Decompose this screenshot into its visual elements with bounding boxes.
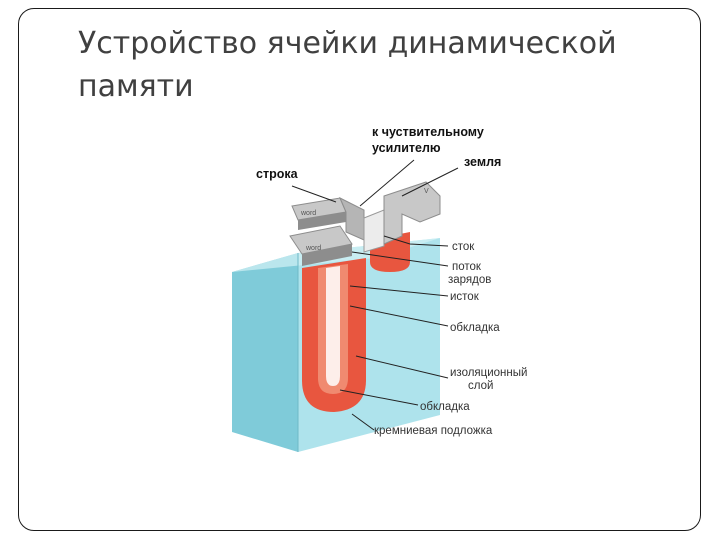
label-plate-bottom: обкладка xyxy=(420,401,470,413)
word-mark-upper: word xyxy=(300,210,316,217)
word-mark-lower: word xyxy=(305,245,321,252)
label-insulation-line1: изоляционный xyxy=(450,367,527,379)
word-line-gates xyxy=(289,181,441,266)
leader-lines xyxy=(291,159,459,431)
label-sense-amp-line2: усилителю xyxy=(372,141,441,155)
label-sense-amp-line1: к чуствительному xyxy=(372,125,484,139)
label-charge-flow-line1: поток xyxy=(452,261,482,273)
slide-title-line2: памяти xyxy=(78,69,194,104)
bitline-mark: V xyxy=(424,188,429,195)
label-substrate: кремниевая подложка xyxy=(374,425,493,437)
label-row: строка xyxy=(256,167,299,181)
slide-title: Устройство ячейки динамической памяти xyxy=(78,22,658,108)
label-plate-top: обкладка xyxy=(450,322,500,334)
label-ground: земля xyxy=(464,155,501,169)
slide-frame xyxy=(18,8,701,531)
label-drain: сток xyxy=(452,241,475,253)
label-charge-flow-line2: зарядов xyxy=(448,274,491,286)
slide-title-line1: Устройство ячейки динамической xyxy=(78,26,617,61)
label-insulation-line2: слой xyxy=(468,380,493,392)
label-source: исток xyxy=(450,291,480,303)
